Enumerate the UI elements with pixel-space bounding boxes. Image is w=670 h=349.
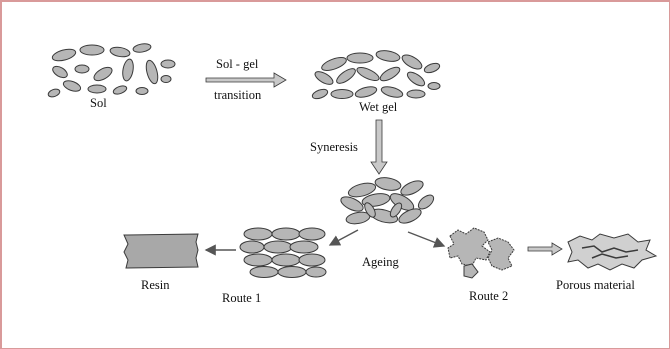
syneresis-label: Syneresis	[310, 140, 358, 154]
route2-fragments	[448, 228, 514, 278]
sol-label: Sol	[90, 96, 107, 110]
wet-gel-network	[311, 49, 441, 101]
sol-particles	[47, 42, 175, 98]
sol-gel-transition-label-line1: Sol - gel	[216, 57, 258, 71]
route2-arrow	[408, 232, 444, 246]
porous-material-structure	[568, 234, 656, 270]
porous-arrow	[528, 243, 562, 255]
sol-gel-transition-label-line2: transition	[214, 88, 261, 102]
resin-label: Resin	[141, 278, 169, 292]
ageing-label: Ageing	[362, 255, 399, 269]
wet-gel-label: Wet gel	[359, 100, 397, 114]
route1-label: Route 1	[222, 291, 261, 305]
resin-block	[124, 234, 198, 268]
aged-gel-cluster	[339, 176, 436, 226]
sol-gel-transition-arrow	[206, 73, 286, 87]
syneresis-arrow	[371, 120, 387, 174]
porous-material-label: Porous material	[556, 278, 635, 292]
route1-arrow	[330, 230, 358, 245]
route1-packed-particles	[240, 228, 326, 278]
route2-label: Route 2	[469, 289, 508, 303]
